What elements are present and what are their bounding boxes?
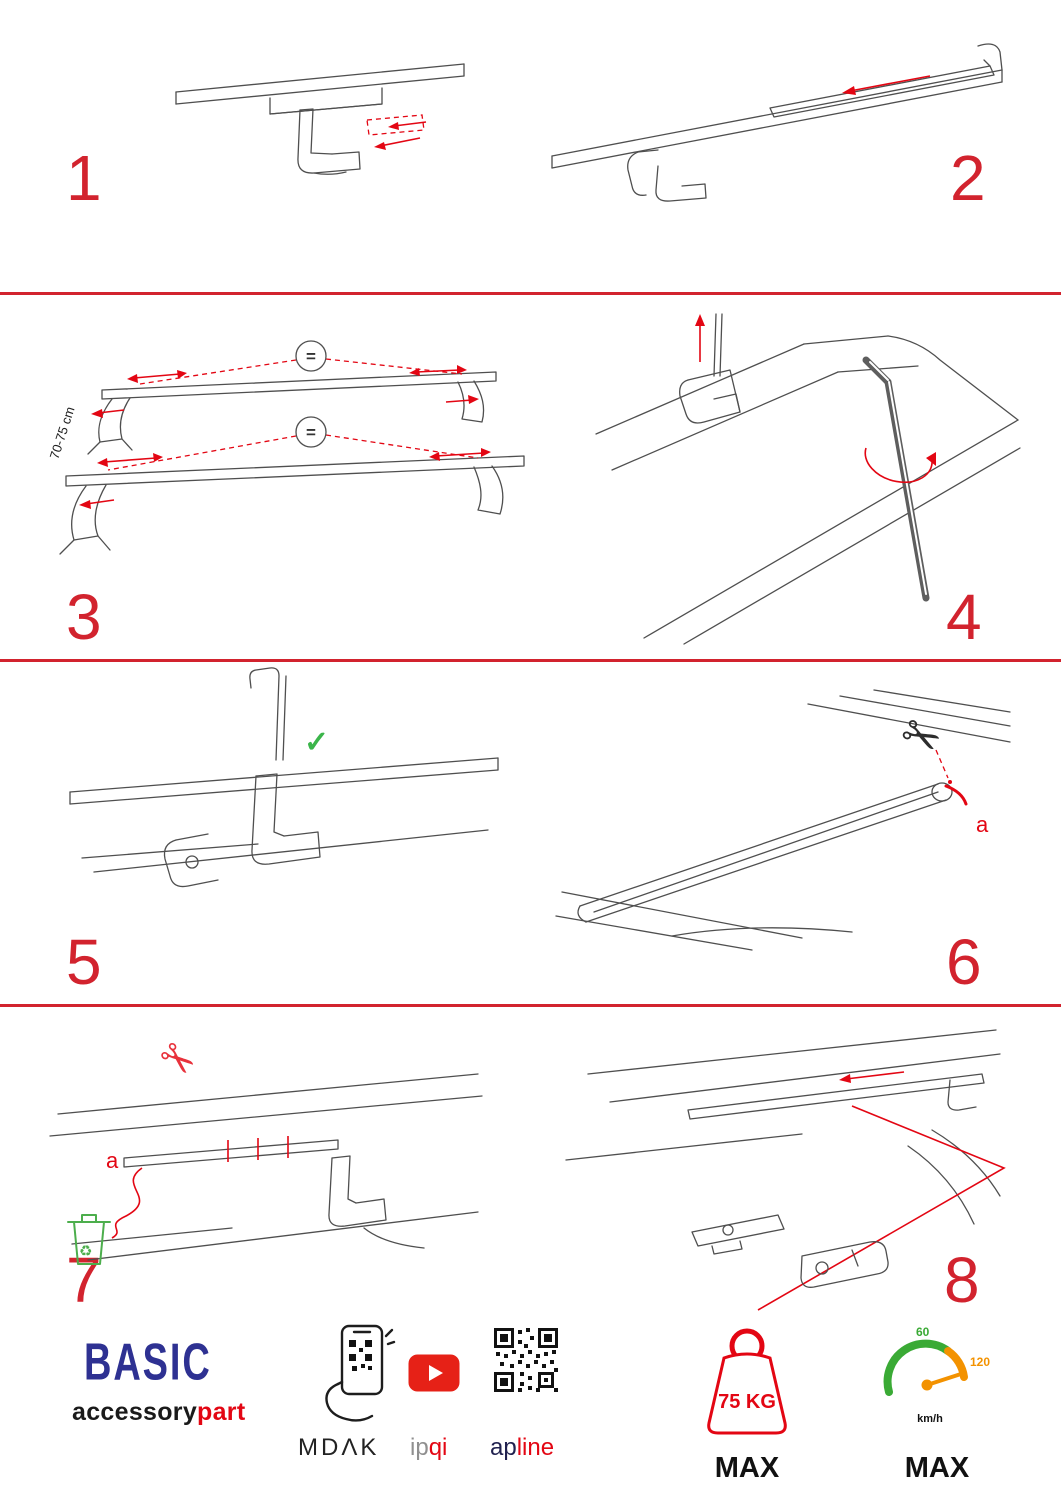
step-number-2: 2: [950, 142, 986, 214]
brand-subtitle-red: part: [197, 1398, 246, 1426]
allen-key: [862, 356, 930, 602]
step-4-illustration: [595, 313, 1021, 645]
ipqi-gray: ip: [410, 1434, 429, 1461]
clamp-hook: [328, 1155, 425, 1249]
step-1-illustration: [175, 63, 465, 175]
partner-apline: apline: [490, 1434, 554, 1462]
equals-symbol: =: [306, 347, 316, 366]
speed-high-tick: 120: [970, 1355, 990, 1369]
roof-panel: [565, 1029, 1001, 1225]
step-7-illustration: ✂ a ♻: [49, 1030, 483, 1265]
clamp-hook: [627, 149, 707, 202]
equals-symbol: =: [306, 423, 316, 442]
roof-bar: [551, 69, 1003, 169]
trash-bin: [67, 1214, 111, 1265]
slide-arrow: [842, 75, 931, 95]
step-number-4: 4: [946, 581, 982, 653]
check-icon: ✓: [304, 726, 329, 759]
section-divider: [0, 1004, 1061, 1007]
brand-subtitle: accessorypart: [72, 1398, 245, 1427]
scissors-icon: ✂: [149, 1030, 206, 1089]
rotate-arrow: [864, 447, 936, 483]
section-divider: [0, 292, 1061, 295]
step-number-1: 1: [66, 142, 102, 214]
section-divider: [0, 659, 1061, 662]
play-icon: [429, 1365, 443, 1381]
weight-limit-icon: 75 KG: [707, 1328, 787, 1435]
clamp-and-pin: [679, 313, 741, 424]
rear-crossbar: [87, 371, 497, 455]
step-8-illustration: [565, 1029, 1006, 1311]
step-number-6: 6: [946, 926, 982, 998]
bar-distance-label: 70-75 cm: [47, 405, 78, 461]
cover-strip: [769, 43, 1003, 118]
ipqi-red: qi: [428, 1434, 448, 1461]
clamp-hook: [251, 773, 321, 865]
scan-phone-icon: [325, 1324, 396, 1422]
locating-pin: [249, 667, 287, 761]
support-foot: [163, 833, 219, 888]
recycle-icon: ♻: [79, 1243, 92, 1260]
front-crossbar: [59, 455, 525, 555]
part-a-label: a: [976, 812, 989, 837]
trim-strip: [123, 1136, 339, 1168]
cut-strip: [935, 749, 968, 806]
apline-red: line: [516, 1434, 555, 1461]
step-number-5: 5: [66, 926, 102, 998]
step-number-3: 3: [66, 581, 102, 653]
partner-mdak: MDΛK: [298, 1434, 380, 1461]
speed-unit: km/h: [917, 1413, 943, 1425]
partner-ipqi: ipqi: [410, 1434, 447, 1462]
step-number-8: 8: [944, 1244, 980, 1316]
step-6-illustration: ✂ a: [555, 689, 1011, 951]
weight-value: 75 KG: [718, 1391, 776, 1413]
discard-line: [111, 1167, 143, 1239]
roof-edge: [69, 757, 499, 873]
weight-max-label: MAX: [714, 1452, 780, 1484]
part-a-label: a: [106, 1148, 119, 1173]
alignment-guide: [757, 1105, 1006, 1311]
crossbar-profile: [577, 782, 953, 923]
roof-and-rail: [595, 335, 1021, 645]
step-5-illustration: ✓: [69, 667, 499, 888]
equal-spacing-indicators: = =: [107, 340, 479, 471]
rubber-pad-markers: [366, 114, 427, 150]
clamp-parts: [691, 1214, 889, 1288]
speedometer-icon: 60 120 km/h: [883, 1325, 990, 1425]
installed-bar: [687, 1071, 985, 1120]
youtube-icon: [408, 1354, 460, 1392]
clamp-hook: [297, 108, 361, 175]
speed-max-label: MAX: [904, 1452, 970, 1484]
step-3-illustration: = = 70-75 cm: [47, 340, 525, 555]
step-2-illustration: [551, 43, 1003, 202]
speed-low-tick: 60: [916, 1325, 930, 1339]
brand-subtitle-black: accessory: [72, 1398, 198, 1426]
roof-bar-underside: [175, 63, 465, 115]
qr-code: [494, 1328, 558, 1392]
brand-logo: BASIC: [84, 1334, 212, 1392]
door-frame: [49, 1073, 483, 1261]
apline-dark: ap: [490, 1434, 517, 1461]
dimension-arrows: [79, 365, 491, 509]
phone-qr-screen: [349, 1340, 372, 1371]
